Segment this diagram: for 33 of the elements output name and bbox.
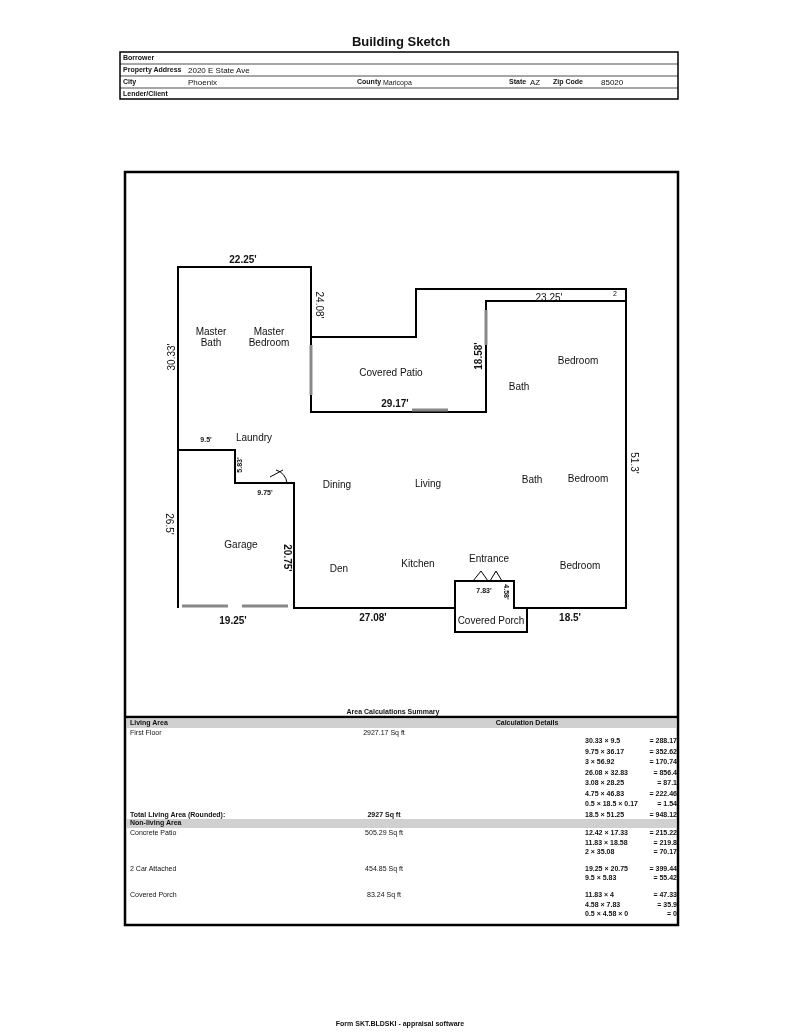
room-label: Bedroom bbox=[559, 559, 601, 571]
room-label: Covered Porch bbox=[457, 614, 525, 626]
room-label: Dining bbox=[322, 478, 352, 490]
room-label: Kitchen bbox=[401, 557, 435, 569]
field-value: AZ bbox=[530, 78, 541, 88]
room-label: Bedroom bbox=[567, 472, 609, 484]
room-label: Covered Patio bbox=[359, 366, 423, 378]
room-label: Garage bbox=[224, 538, 258, 550]
dimension-label: 27.08' bbox=[359, 611, 387, 623]
dimension-label: 30.33' bbox=[165, 343, 177, 371]
page-title: Building Sketch bbox=[351, 34, 451, 50]
dimension-label: 20.75' bbox=[281, 544, 293, 572]
dimension-label: 26.5' bbox=[163, 513, 175, 535]
field-value: 2020 E State Ave bbox=[188, 66, 250, 76]
dimension-label: 24.08' bbox=[313, 291, 325, 319]
room-label: Master Bedroom bbox=[247, 326, 291, 348]
field-value: Phoenix bbox=[188, 78, 217, 88]
room-label: Master Bath bbox=[194, 326, 228, 348]
room-label: Living bbox=[414, 477, 442, 489]
dimension-label: 19.25' bbox=[219, 614, 247, 626]
dimension-label: 18.5' bbox=[559, 611, 581, 623]
room-label: Laundry bbox=[235, 431, 273, 443]
dimension-label: 22.25' bbox=[229, 253, 257, 265]
room-label: Bath bbox=[521, 473, 543, 485]
room-label: Bath bbox=[508, 380, 530, 392]
room-label: Bedroom bbox=[557, 354, 599, 366]
dimension-label: 51.3' bbox=[628, 452, 640, 474]
field-value: 85020 bbox=[601, 78, 624, 88]
dimension-label: 18.58' bbox=[472, 342, 484, 370]
dimension-label: 23.25' bbox=[535, 291, 563, 303]
room-label: Entrance bbox=[469, 552, 509, 564]
room-label: Den bbox=[329, 562, 349, 574]
dimension-label: 29.17' bbox=[381, 397, 409, 409]
